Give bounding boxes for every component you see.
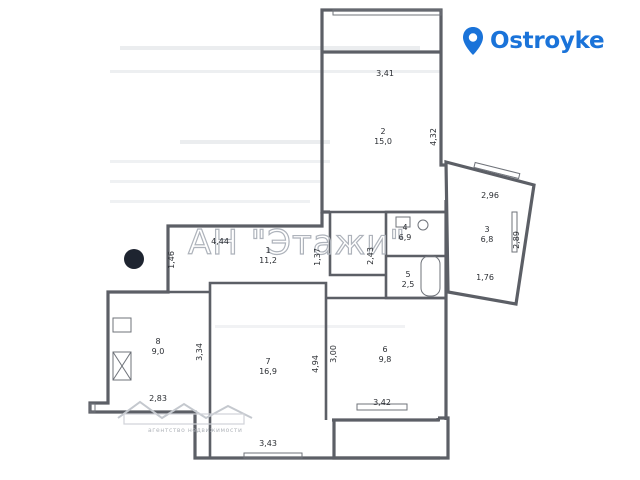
room-5-area: 2,5 [402, 280, 415, 289]
dim-room8-bottom: 2,83 [149, 394, 167, 403]
background-ghost-lines [110, 46, 440, 328]
dim-room3-bottom: 1,76 [476, 273, 494, 282]
agency-caption: агентство недвижимости [148, 427, 243, 434]
dim-room2-height: 4,32 [429, 128, 438, 146]
room-2-area: 15,0 [374, 137, 392, 146]
dimension-labels: 3,41 4,32 2,96 2,89 1,76 4,44 1,46 1,37 … [149, 69, 521, 448]
location-pin-icon [463, 27, 483, 55]
logo-text: Ostroyke [490, 28, 605, 54]
dim-room6-height: 3,00 [329, 345, 338, 363]
ostroyke-logo[interactable]: Ostroyke [462, 20, 605, 62]
dim-room8-height: 3,34 [195, 343, 204, 361]
agency-watermark: АН "Этажи" [188, 223, 406, 263]
dim-hall-mid: 1,37 [313, 248, 322, 266]
entrance-marker [124, 249, 144, 269]
room-8-area: 9,0 [152, 347, 165, 356]
room-3-area: 6,8 [481, 235, 494, 244]
room-6-area: 9,8 [379, 355, 392, 364]
kitchen-fixtures [112, 317, 132, 381]
room-4-area: 6,9 [399, 233, 412, 242]
dim-room7-height: 4,94 [311, 355, 320, 373]
dim-hall-width: 4,44 [211, 237, 229, 246]
room-1-area: 11,2 [259, 256, 277, 265]
room-labels: 2 15,0 3 6,8 4 6,9 5 2,5 1 11,2 6 9,8 7 … [152, 127, 494, 376]
agency-logo-mark [117, 400, 253, 425]
dim-bath-side: 2,43 [366, 247, 375, 265]
dim-room3-side: 2,89 [512, 231, 521, 249]
room-5-number: 5 [405, 270, 410, 279]
dim-hall-left: 1,46 [167, 251, 176, 269]
room-7-area: 16,9 [259, 367, 277, 376]
bath-fixtures [395, 216, 441, 297]
dim-balcony-top: 3,41 [376, 69, 394, 78]
windows [89, 9, 521, 459]
inner-walls [108, 210, 448, 458]
room-4-number: 4 [402, 223, 407, 232]
dim-room3-top: 2,96 [481, 191, 499, 200]
room-7-number: 7 [265, 357, 270, 366]
room-8-number: 8 [155, 337, 160, 346]
room-6-number: 6 [382, 345, 387, 354]
room-2-number: 2 [380, 127, 385, 136]
room-3-number: 3 [484, 225, 489, 234]
dim-room6-bottom: 3,42 [373, 398, 391, 407]
room-1-number: 1 [265, 246, 270, 255]
dim-room7-bottom: 3,43 [259, 439, 277, 448]
